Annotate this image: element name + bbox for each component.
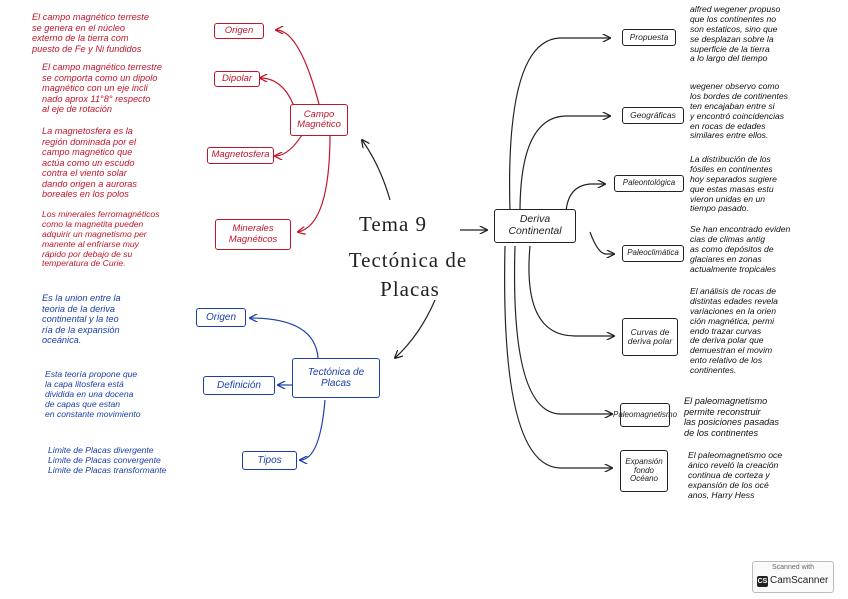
tectonica-origen-node: Origen [196, 308, 246, 327]
central-title: Tema 9 [358, 212, 428, 236]
campo-minerales-node: Minerales Magnéticos [215, 219, 291, 250]
deriva-paleontologica-node: Paleontológica [614, 175, 684, 192]
central-title-line2: Tectónica de [348, 248, 468, 272]
campo-origen-node: Origen [214, 23, 264, 39]
tectonica-node: Tectónica de Placas [292, 358, 380, 398]
deriva-geograficas-node: Geográficas [622, 107, 684, 124]
camscanner-brand: CamScanner [770, 575, 829, 586]
deriva-paleoclimatica-node: Paleoclimática [622, 245, 684, 262]
campo-dipolar-node: Dipolar [214, 71, 260, 87]
deriva-curvas-node: Curvas de deriva polar [622, 318, 678, 356]
tectonica-tipos-node: Tipos [242, 451, 297, 470]
deriva-expansion-node: Expansión fondo Océano [620, 450, 668, 492]
camscanner-logo-icon: CS [757, 576, 768, 587]
central-title-line3: Placas [380, 277, 440, 301]
campo-magnetico-node: Campo Magnético [290, 104, 348, 136]
campo-magnetosfera-node: Magnetosfera [207, 147, 274, 164]
deriva-continental-node: Deriva Continental [494, 209, 576, 243]
scanned-with-label: Scanned with [771, 564, 815, 571]
camscanner-badge: Scanned with CS CamScanner [752, 561, 834, 593]
deriva-paleomagnetismo-node: Paleomagnetismo [613, 403, 677, 427]
tectonica-definicion-node: Definición [203, 376, 275, 395]
deriva-propuesta-node: Propuesta [622, 29, 676, 46]
